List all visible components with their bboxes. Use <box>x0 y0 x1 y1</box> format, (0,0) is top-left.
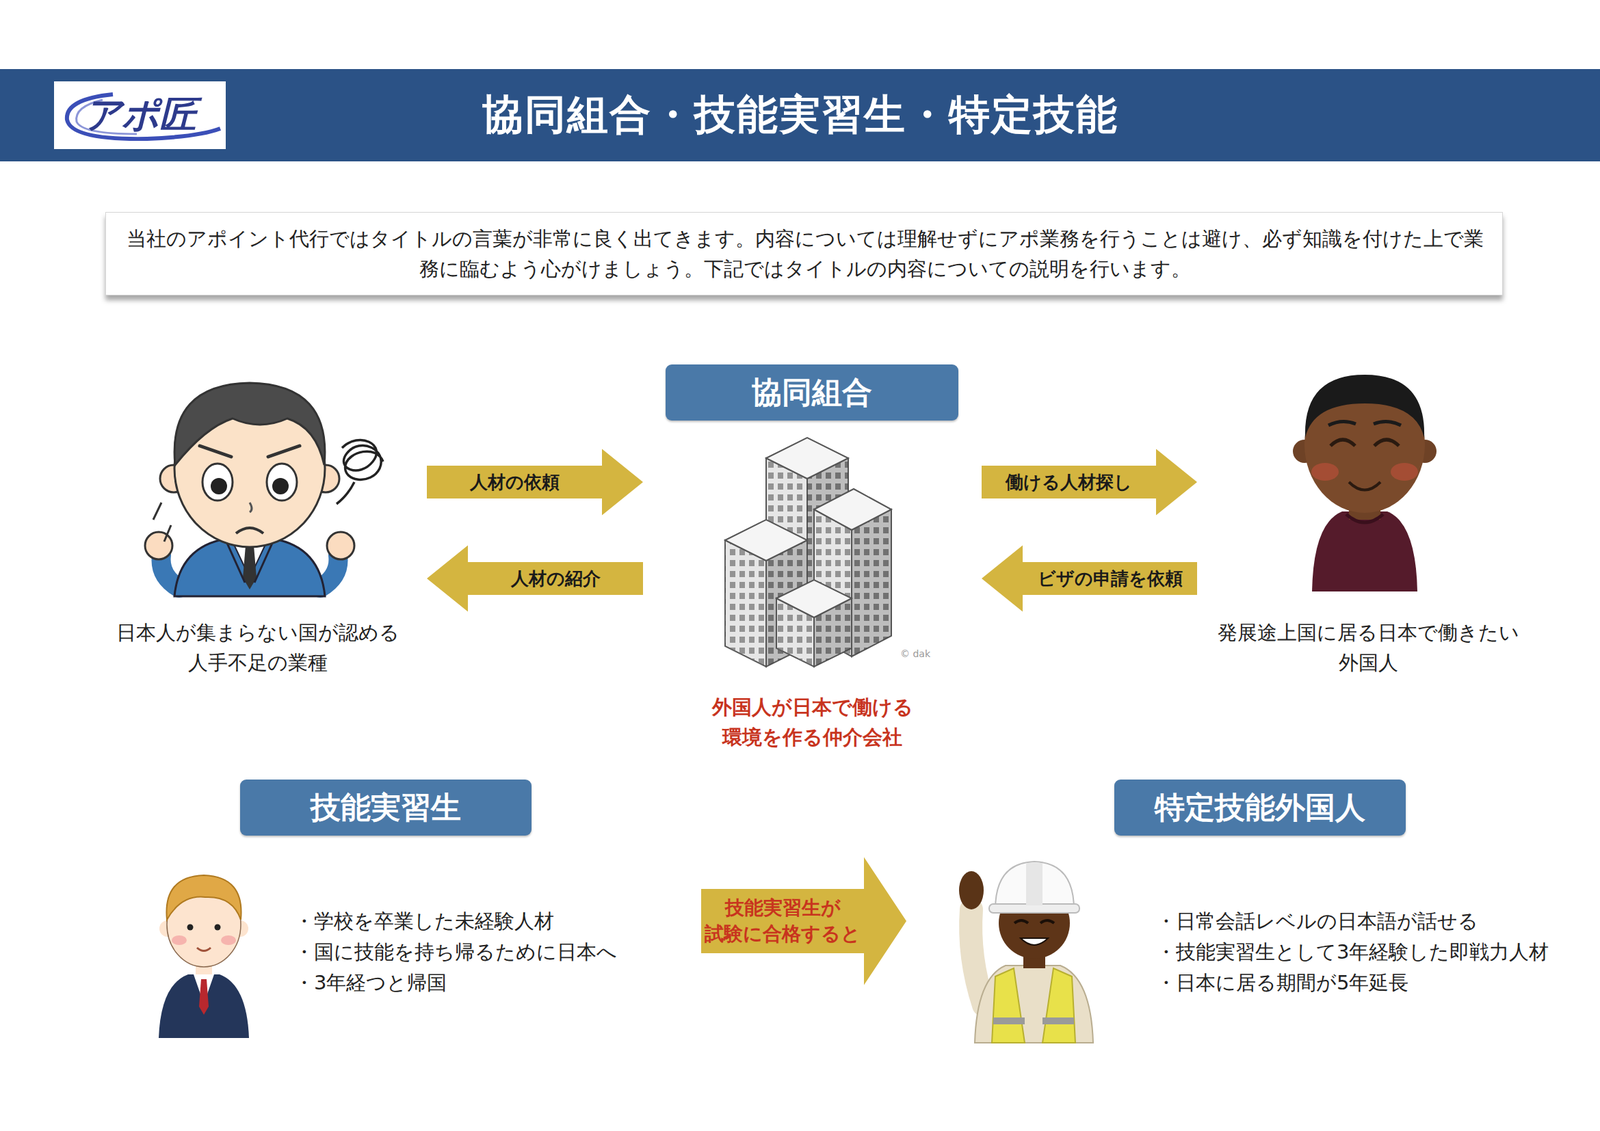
block-arrow <box>981 449 1198 516</box>
building-icon-part <box>776 580 852 618</box>
label-slot: © dak <box>894 647 936 661</box>
building-icon-part <box>851 509 892 657</box>
arrow-label: ビザの申請を依頼 <box>1037 567 1183 591</box>
trainee-figure <box>158 875 249 1039</box>
union-group: 協同組合外国人が日本で働ける 環境を作る仲介会社 <box>656 364 968 755</box>
section-heading: 技能実習生 <box>240 779 532 836</box>
label-slot: アポ匠 <box>54 81 226 150</box>
smiling-candidate-figure-part <box>1330 439 1399 447</box>
building-icon-part <box>725 540 767 667</box>
worried-employer-figure-part <box>249 502 252 513</box>
smiling-candidate-figure-part <box>1348 482 1381 491</box>
worried-employer-figure <box>145 383 384 597</box>
logo-box-part <box>54 81 226 150</box>
building-icon-part <box>725 540 767 667</box>
edge-label-slot: 人材の依頼 <box>426 465 602 499</box>
arrow-label: 人材の依頼 <box>469 470 560 494</box>
trainee-figure-part <box>197 948 211 952</box>
bullet-item: ・日本に居る期間が5年延長 <box>1156 967 1577 999</box>
smiling-candidate-figure <box>1292 374 1437 592</box>
intro-text: 当社のアポイント代行ではタイトルの言葉が非常に良く出てきます。内容については理解… <box>123 223 1486 284</box>
skilled-worker-group: 特定技能外国人・日常会話レベルの日本語が話せる・技能実習生として3年経験した即戦… <box>920 779 1577 1054</box>
title-band <box>0 69 1600 162</box>
skilled-worker-figure <box>959 861 1094 1044</box>
skilled-worker-figure-part <box>995 861 1074 910</box>
bullet-item: ・学校を卒業した未経験人材 <box>294 906 688 937</box>
trainee-figure-part <box>166 875 241 921</box>
worried-employer-figure-part <box>272 478 289 495</box>
building-icon-part <box>725 519 808 561</box>
skilled-worker-figure-part <box>959 871 984 910</box>
block-arrow <box>426 449 644 516</box>
trainee-group: 技能実習生・学校を卒業した未経験人材・国に技能を持ち帰るために日本へ・3年経つと… <box>123 779 688 1054</box>
worried-employer-figure-part <box>153 502 172 542</box>
skilled-worker-figure-part <box>970 909 984 1006</box>
smiling-candidate-figure-part <box>1328 421 1401 426</box>
block-arrow <box>426 545 644 613</box>
bullet-item: ・技能実習生として3年経験した即戦力人材 <box>1156 937 1577 968</box>
edge-label-slot: ビザの申請を依頼 <box>1022 562 1198 596</box>
client-caption: 日本人が集まらない国が認める 人手不足の業種 <box>102 617 414 678</box>
section-heading: 協同組合 <box>665 364 959 421</box>
title-area: 協同組合・技能実習生・特定技能 <box>0 69 1600 162</box>
section-heading: 特定技能外国人 <box>1114 779 1406 836</box>
bullet-item: ・3年経つと帰国 <box>294 967 688 999</box>
arrow-label: 働ける人材探し <box>1005 470 1133 494</box>
smiling-candidate-figure-part <box>1305 374 1425 438</box>
arrow-label: 人材の紹介 <box>510 567 601 591</box>
edge-label-slot: 働ける人材探し <box>981 465 1157 499</box>
skilled-worker-figure-part <box>993 1017 1025 1025</box>
skilled-worker-figure-part <box>1020 938 1048 946</box>
skilled-worker-figure-part <box>991 968 1025 1044</box>
worried-employer-figure-part <box>235 528 264 534</box>
intro-box: 当社のアポイント代行ではタイトルの言葉が非常に良く出てきます。内容については理解… <box>105 212 1503 296</box>
worried-employer-figure-part <box>210 478 228 495</box>
watermark: © dak <box>900 648 931 660</box>
trainee-figure-part <box>171 935 187 946</box>
smiling-candidate-figure-part <box>1390 463 1419 481</box>
skilled-worker-figure-part <box>1042 1017 1074 1025</box>
worried-employer-figure-part <box>202 463 233 501</box>
building-icon-part <box>766 437 849 479</box>
building-icon <box>725 437 892 667</box>
building-icon-part <box>814 489 892 531</box>
trainee-figure-part <box>214 924 221 931</box>
worried-employer-figure-part <box>174 383 325 466</box>
bullet-item: ・日常会話レベルの日本語が話せる <box>1156 906 1577 937</box>
edge-label-slot: 人材の紹介 <box>467 562 644 596</box>
page-title: 協同組合・技能実習生・特定技能 <box>482 87 1119 143</box>
building-icon-part <box>851 509 892 657</box>
trainee-figure-part <box>158 974 249 1039</box>
logo-text: アポ匠 <box>84 90 197 141</box>
union-caption: 外国人が日本で働ける 環境を作る仲介会社 <box>656 692 968 753</box>
trainee-figure-part <box>220 935 236 946</box>
trainee-figure-part <box>199 979 209 1016</box>
candidate-group: 発展途上国に居る日本で働きたい 外国人 <box>1210 369 1526 685</box>
worried-employer-figure-part <box>145 532 173 560</box>
bullet-item: ・国に技能を持ち帰るために日本へ <box>294 937 688 968</box>
logo-box <box>54 81 226 150</box>
skilled-worker-figure-part <box>1026 863 1043 906</box>
smiling-candidate-figure-part <box>1311 463 1339 481</box>
edge-label-slot: 技能実習生が 試験に合格すると <box>701 889 864 954</box>
skilled-worker-figure-part <box>1014 920 1055 924</box>
skilled-worker-figure-part <box>974 965 1094 1044</box>
smiling-candidate-figure-part <box>1312 511 1418 592</box>
candidate-caption: 発展途上国に居る日本で働きたい 外国人 <box>1210 617 1526 678</box>
worried-employer-figure-part <box>199 446 300 457</box>
client-group: 日本人が集まらない国が認める 人手不足の業種 <box>102 369 414 685</box>
block-arrow <box>981 545 1198 613</box>
worried-employer-figure-part <box>266 463 297 501</box>
smiling-candidate-figure-part <box>1346 514 1384 523</box>
trainee-figure-part <box>187 924 194 931</box>
block-arrow <box>701 857 907 986</box>
worried-employer-figure-part <box>242 545 257 590</box>
skilled-worker-figure-part <box>1042 968 1076 1044</box>
arrow-label: 技能実習生が 試験に合格すると <box>702 895 863 948</box>
worried-employer-figure-part <box>336 440 384 505</box>
worried-employer-figure-part <box>326 532 355 560</box>
